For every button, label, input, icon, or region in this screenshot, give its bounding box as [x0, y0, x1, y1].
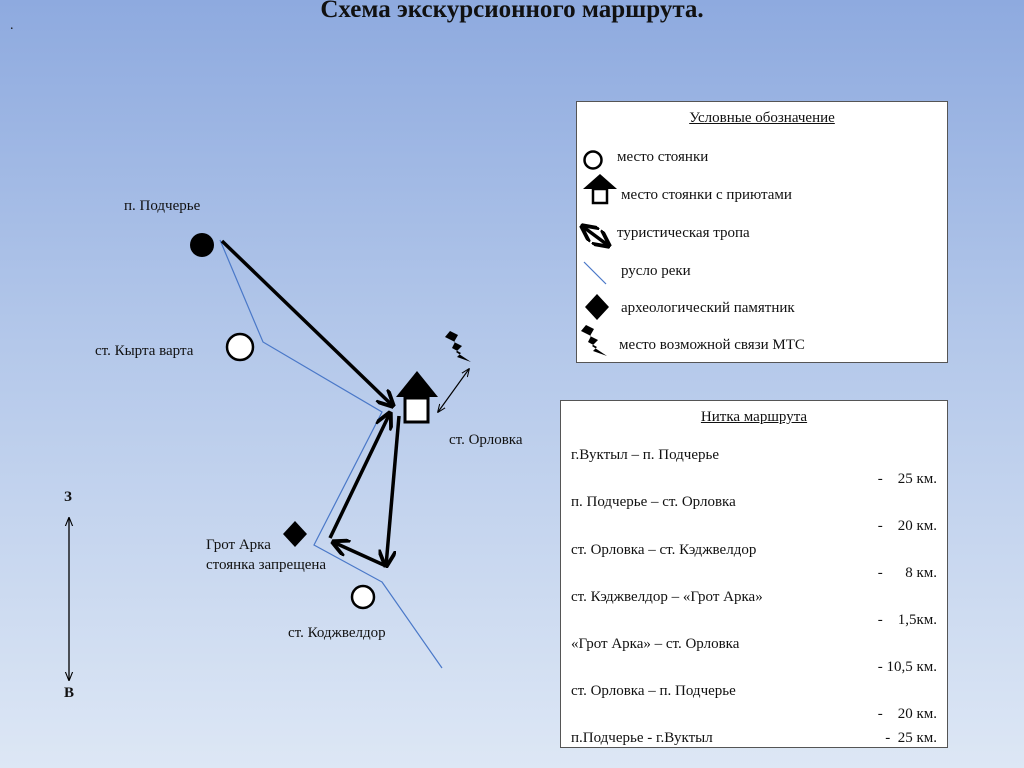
route-segment-name: ст. Кэджвелдор – «Грот Арка»: [571, 589, 763, 605]
route-title: Нитка маршрута: [700, 409, 808, 425]
legend-label-stop: место стоянки: [617, 149, 709, 165]
kyrta-varta-marker: [225, 332, 255, 362]
open-circle-icon: [583, 150, 603, 170]
legend-label-monument: археологический памятник: [621, 300, 795, 316]
river-line: [219, 239, 443, 669]
podcherye-marker: [190, 233, 214, 257]
double-arrow-icon: [577, 220, 615, 252]
diamond-icon: [585, 294, 609, 320]
route-segment-name: «Грот Арка» – ст. Орловка: [571, 636, 740, 652]
mts-lightning-icon: [445, 331, 471, 362]
route-segment-distance: - 25 км.: [877, 471, 937, 487]
route-segment-distance: - 8 км.: [877, 565, 937, 581]
route-segment-name: г.Вуктыл – п. Подчерье: [571, 447, 719, 463]
river-line-icon: [583, 261, 607, 285]
route-segment-distance: - 25 км.: [885, 730, 937, 746]
page-title: Схема экскурсионного маршрута.: [320, 0, 704, 23]
legend-label-trail: туристическая тропа: [617, 225, 750, 241]
grot-arka-note: стоянка запрещена: [206, 557, 327, 573]
lightning-icon: [581, 325, 607, 356]
compass-south-label: В: [64, 685, 75, 701]
grot-arka-diamond-icon: [283, 521, 307, 547]
compass-north-label: З: [64, 489, 72, 505]
legend-title: Условные обозначение: [689, 110, 835, 126]
trail-orlovka-kodzhveldor: [386, 415, 401, 566]
route-segment-distance: - 20 км.: [877, 518, 937, 534]
legend-panel: Условные обозначение место стоянки место…: [576, 101, 948, 363]
kyrta-varta-label: ст. Кырта варта: [95, 343, 194, 359]
mts-link-arrow: [438, 369, 469, 412]
corner-mark: .: [10, 18, 14, 33]
route-segment-distance: - 1,5км.: [877, 612, 937, 628]
kodzhveldor-marker: [350, 584, 376, 610]
trail-grot-orlovka: [328, 413, 390, 539]
podcherye-label: п. Подчерье: [124, 198, 201, 214]
orlovka-label: ст. Орловка: [449, 432, 523, 448]
legend-label-shelter: место стоянки с приютами: [621, 187, 792, 203]
legend-label-river: русло реки: [621, 263, 691, 279]
shelter-house-icon: [583, 174, 617, 205]
trail-kodzhveldor-grot: [333, 542, 387, 568]
route-segment-distance: - 10,5 км.: [877, 659, 937, 675]
route-segment-name: п.Подчерье - г.Вуктыл: [571, 730, 713, 746]
route-segment-name: ст. Орловка – п. Подчерье: [571, 683, 736, 699]
route-panel: Нитка маршрута г.Вуктыл – п. Подчерье - …: [560, 400, 948, 748]
route-segment-distance: - 20 км.: [877, 706, 937, 722]
legend-label-mts: место возможной связи МТС: [619, 337, 805, 353]
route-segment-name: ст. Орловка – ст. Кэджвелдор: [571, 542, 757, 558]
orlovka-shelter-icon: [396, 371, 438, 424]
trail-podcherye-orlovka: [220, 239, 393, 406]
kodzhveldor-label: ст. Коджвелдор: [288, 625, 386, 641]
route-segment-name: п. Подчерье – ст. Орловка: [571, 494, 736, 510]
grot-arka-label: Грот Арка: [206, 537, 271, 553]
